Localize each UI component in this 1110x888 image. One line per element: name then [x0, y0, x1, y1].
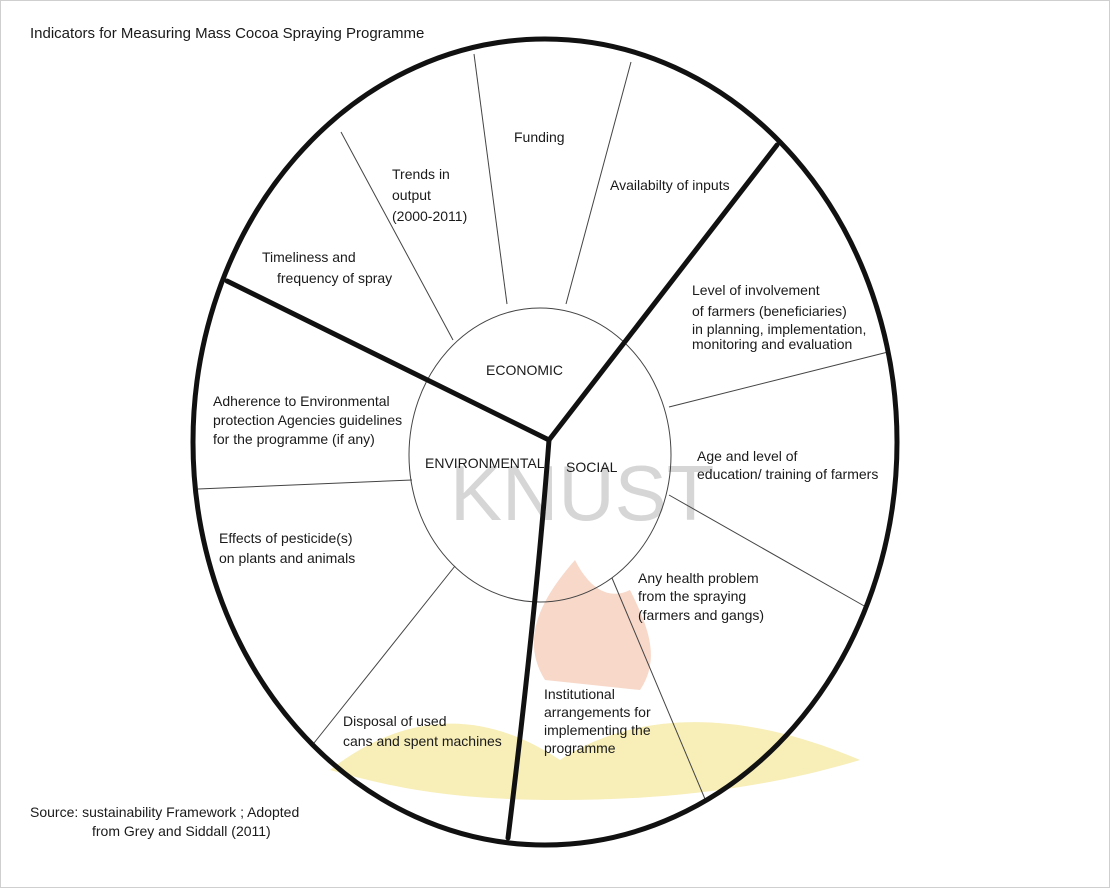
separator-economic-social	[546, 142, 780, 443]
inner-circle	[408, 307, 672, 603]
center-environmental: ENVIRONMENTAL	[425, 455, 545, 471]
indicator-institutional-arrangements: Institutional arrangements for implement…	[544, 686, 655, 756]
source-line-1: Source: sustainability Framework ; Adopt…	[30, 804, 300, 820]
indicator-health-problem: Any health problem from the spraying (fa…	[638, 570, 764, 623]
indicator-effects-of-pesticides: Effects of pesticide(s) on plants and an…	[219, 530, 356, 566]
watermark-crest-wings	[330, 722, 860, 800]
divider-age-health	[668, 494, 867, 608]
indicator-availability-of-inputs: Availabilty of inputs	[610, 177, 730, 193]
divider-timeliness-trends	[340, 131, 454, 341]
source-note: Source: sustainability Framework ; Adopt…	[30, 803, 299, 841]
indicator-disposal: Disposal of used cans and spent machines	[343, 713, 502, 749]
outer-circle	[190, 36, 900, 848]
divider-funding-inputs	[565, 61, 632, 305]
center-economic: ECONOMIC	[486, 362, 563, 378]
slice-dividers	[197, 53, 889, 800]
separator-social-environmental	[505, 437, 552, 841]
indicator-trends-in-output: Trends in output (2000-2011)	[392, 166, 467, 224]
watermark-crest-flame	[533, 560, 651, 690]
indicator-age-and-education: Age and level of education/ training of …	[697, 448, 878, 482]
center-social: SOCIAL	[566, 459, 618, 475]
separator-economic-environmental	[224, 278, 552, 443]
divider-health-institutional	[611, 577, 706, 800]
divider-adherence-pesticides	[197, 479, 413, 490]
divider-trends-funding	[473, 53, 508, 305]
sector-separators	[224, 142, 780, 841]
divider-involvement-age	[668, 351, 889, 408]
indicator-timeliness: Timeliness and frequency of spray	[262, 249, 392, 286]
indicator-level-of-involvement: Level of involvement of farmers (benefic…	[692, 282, 870, 352]
divider-pesticides-disposal	[313, 565, 456, 744]
figure-title: Indicators for Measuring Mass Cocoa Spra…	[30, 25, 425, 42]
indicator-funding: Funding	[514, 129, 565, 145]
source-line-2: from Grey and Siddall (2011)	[92, 823, 271, 839]
indicator-adherence-to-epa: Adherence to Environmental protection Ag…	[213, 393, 406, 447]
